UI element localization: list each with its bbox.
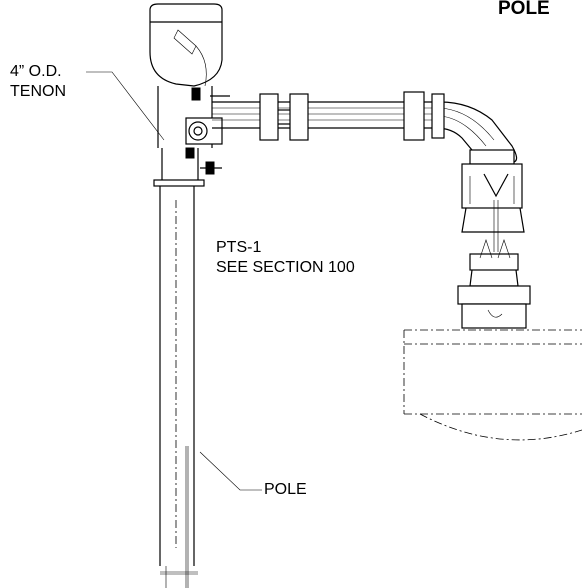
- luminaire-fitter: [461, 149, 525, 252]
- tenon-label-line2: TENON: [10, 83, 66, 100]
- pole-shaft: [159, 186, 198, 588]
- pole-label: POLE: [264, 481, 307, 498]
- pts-label-line2: SEE SECTION 100: [216, 259, 355, 276]
- luminaire-bowl: [403, 329, 582, 441]
- luminaire-arm: [212, 91, 518, 163]
- pts-label-line1: PTS-1: [216, 239, 262, 256]
- mount-bracket: [185, 87, 230, 175]
- tenon-label-line1: 4” O.D.: [10, 63, 62, 80]
- leader-lines: [86, 71, 262, 491]
- pole-base-plate: [153, 148, 205, 187]
- drawing-title: POLE: [498, 0, 550, 19]
- lamp-socket: [457, 239, 531, 329]
